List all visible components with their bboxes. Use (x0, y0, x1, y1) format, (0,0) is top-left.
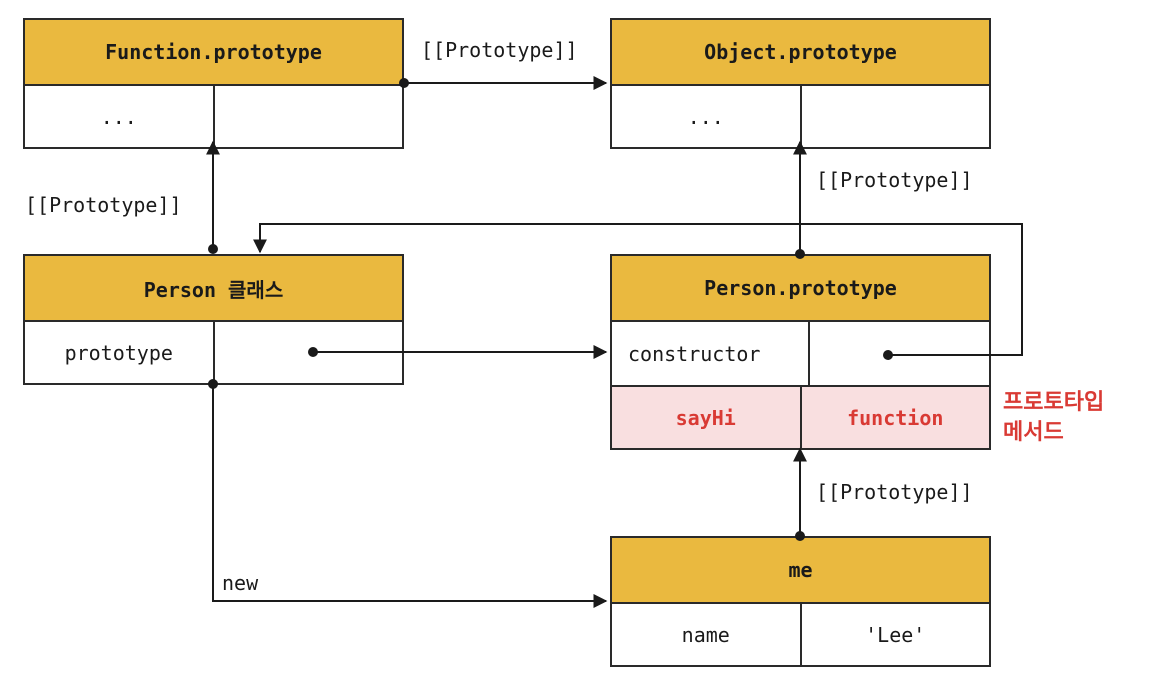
person-class-prototype-key: prototype (25, 322, 215, 383)
constructor-link (253, 223, 1023, 356)
object-prototype-box: Object.prototype ... (610, 18, 991, 149)
me-instance-box: me name 'Lee' (610, 536, 991, 667)
dot-person-class-top (208, 244, 218, 254)
proto-label-top: [[Prototype]] (421, 38, 578, 62)
object-prototype-title: Object.prototype (612, 20, 989, 86)
new-label: new (222, 571, 259, 595)
prototype-method-note-line1: 프로토타입 (1003, 390, 1105, 415)
function-prototype-cell-ellipsis: ... (25, 86, 215, 147)
person-class-box: Person 클래스 prototype (23, 254, 404, 385)
proto-label-left: [[Prototype]] (25, 193, 182, 217)
person-prototype-method-key: sayHi (612, 387, 802, 448)
person-prototype-title: Person.prototype (612, 256, 989, 322)
dot-prototype-value (308, 347, 318, 357)
dot-function-prototype (399, 78, 409, 88)
prototype-method-note-line2: 메서드 (1003, 420, 1064, 445)
person-prototype-method-row: sayHi function (612, 385, 989, 448)
function-prototype-title: Function.prototype (25, 20, 402, 86)
me-title: me (612, 538, 989, 604)
prototype-method-note: 프로토타입 메서드 (1003, 388, 1104, 448)
person-prototype-constructor-key: constructor (612, 322, 810, 385)
dot-person-prototype-top (795, 249, 805, 259)
me-name-key: name (612, 604, 802, 665)
me-name-value: 'Lee' (865, 622, 926, 647)
new-instance-link (212, 384, 608, 608)
dot-me-top (795, 531, 805, 541)
proto-label-right-lower: [[Prototype]] (816, 480, 973, 504)
person-class-title: Person 클래스 (25, 256, 402, 322)
dot-constructor-value (883, 350, 893, 360)
proto-label-right-upper: [[Prototype]] (816, 168, 973, 192)
function-prototype-box: Function.prototype ... (23, 18, 404, 149)
object-prototype-cell-ellipsis: ... (612, 86, 802, 147)
dot-person-class-bottom (208, 379, 218, 389)
person-prototype-box: Person.prototype constructor sayHi funct… (610, 254, 991, 450)
person-prototype-method-value: function (847, 405, 944, 430)
